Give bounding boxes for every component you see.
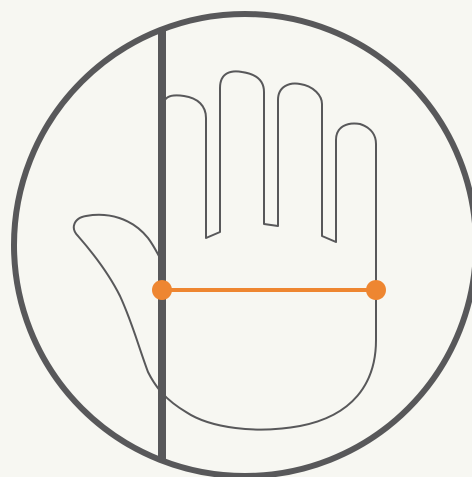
measure-endpoint-right (366, 280, 386, 300)
frame-circle (14, 14, 472, 476)
measure-endpoint-left (152, 280, 172, 300)
hand-icon (74, 71, 376, 429)
reference-bar (158, 30, 166, 462)
